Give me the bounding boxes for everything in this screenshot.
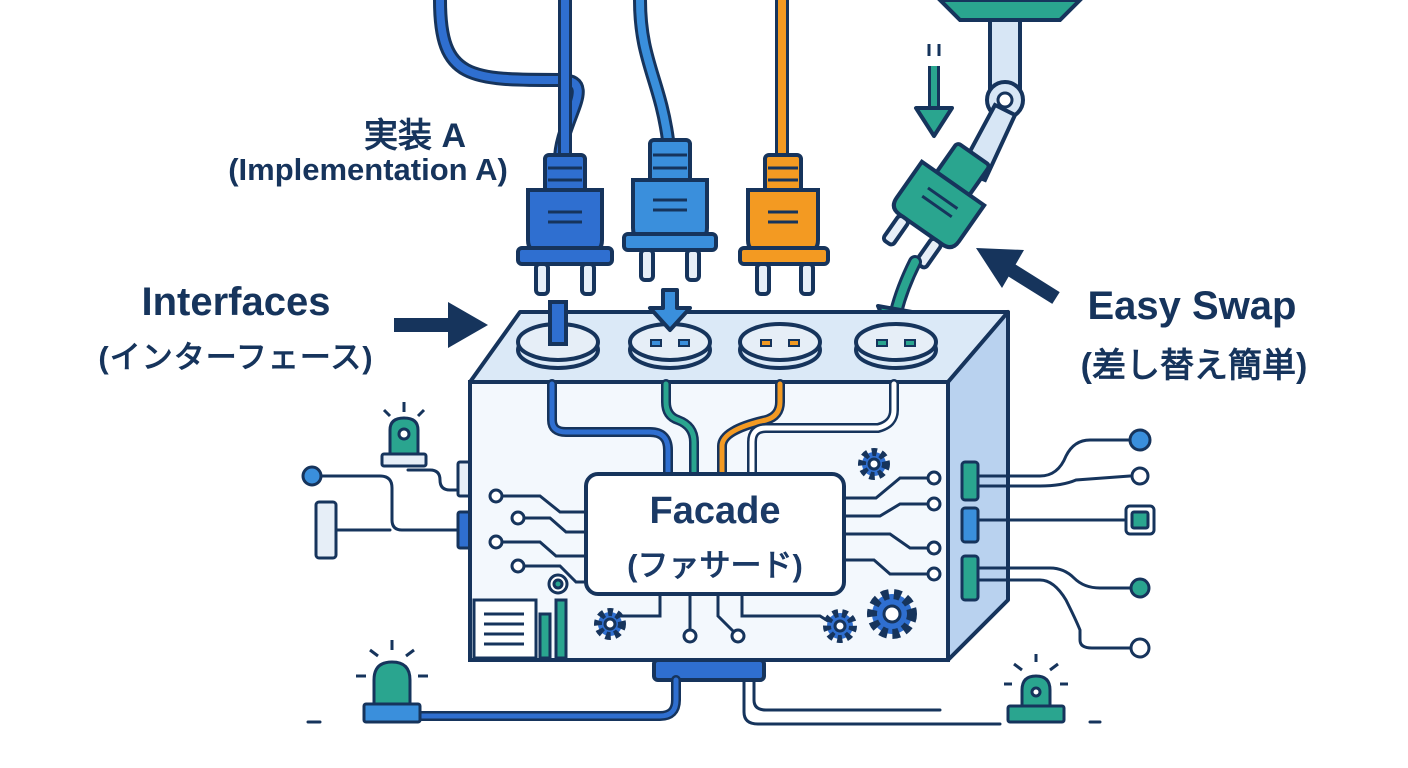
interfaces-arrow-icon <box>394 302 488 348</box>
plug-blue-dark <box>516 153 614 296</box>
cables-top <box>433 0 789 167</box>
facade-subtitle: (ファサード) <box>627 548 803 583</box>
internal-wires <box>547 379 899 483</box>
left-wires <box>301 460 476 560</box>
right-terminals <box>1124 428 1156 659</box>
plug-teal <box>881 142 991 270</box>
socket-2 <box>628 288 712 370</box>
facade-title: Facade <box>649 490 781 532</box>
gear-icon <box>823 609 857 643</box>
gear-icon <box>867 589 917 639</box>
socket-1 <box>516 300 600 370</box>
easy-swap-label-jp: (差し替え簡単) <box>1080 347 1308 385</box>
easy-swap-label-en: Easy Swap <box>1087 284 1297 328</box>
interfaces-label-en: Interfaces <box>141 280 331 324</box>
impl-a-label-jp: 実装 A <box>364 117 466 155</box>
right-connectors <box>960 460 980 602</box>
interfaces-label-jp: (インターフェース) <box>98 340 374 375</box>
circuit-nodes <box>488 470 942 644</box>
facade-panel <box>584 472 846 596</box>
easy-swap-arrow-icon <box>976 248 1060 304</box>
alarm-light-icon <box>1004 654 1068 724</box>
gear-icon <box>594 608 626 640</box>
alarm-light-icon <box>356 640 428 724</box>
plug-blue-light <box>622 138 718 282</box>
socket-3 <box>738 322 822 370</box>
impl-a-label-en: (Implementation A) <box>228 152 508 187</box>
gear-icon <box>858 448 890 480</box>
bottom-wires <box>306 675 1102 726</box>
alarm-light-icon <box>380 402 428 468</box>
down-arrow-icon <box>914 44 954 138</box>
status-panel <box>472 573 569 660</box>
socket-4 <box>854 322 938 370</box>
right-wires <box>976 438 1132 650</box>
plug-orange <box>738 153 830 296</box>
